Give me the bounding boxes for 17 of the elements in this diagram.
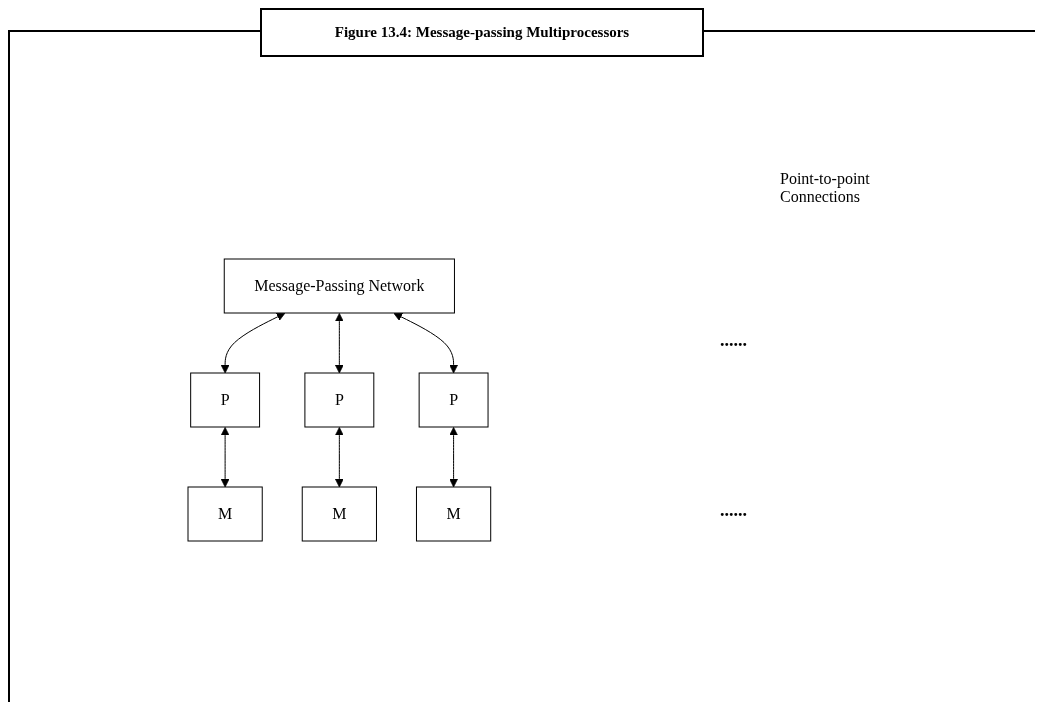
ellipsis: ...... bbox=[720, 500, 747, 521]
arrow bbox=[393, 312, 458, 374]
node-box: P bbox=[418, 372, 489, 428]
node-box: M bbox=[301, 486, 377, 542]
node-box: M bbox=[187, 486, 263, 542]
node-box: P bbox=[304, 372, 375, 428]
node-box: P bbox=[190, 372, 261, 428]
arrow bbox=[220, 312, 286, 374]
arrow bbox=[334, 427, 344, 488]
arrow bbox=[334, 313, 344, 374]
node-box: Message-Passing Network bbox=[223, 258, 455, 314]
note: Point-to-point Connections bbox=[780, 170, 871, 206]
figure-title: Figure 13.4: Message-passing Multiprocessors bbox=[260, 8, 704, 57]
arrow bbox=[449, 427, 458, 488]
node-box: M bbox=[415, 486, 492, 542]
arrow bbox=[220, 427, 230, 488]
ellipsis: ...... bbox=[720, 330, 747, 351]
